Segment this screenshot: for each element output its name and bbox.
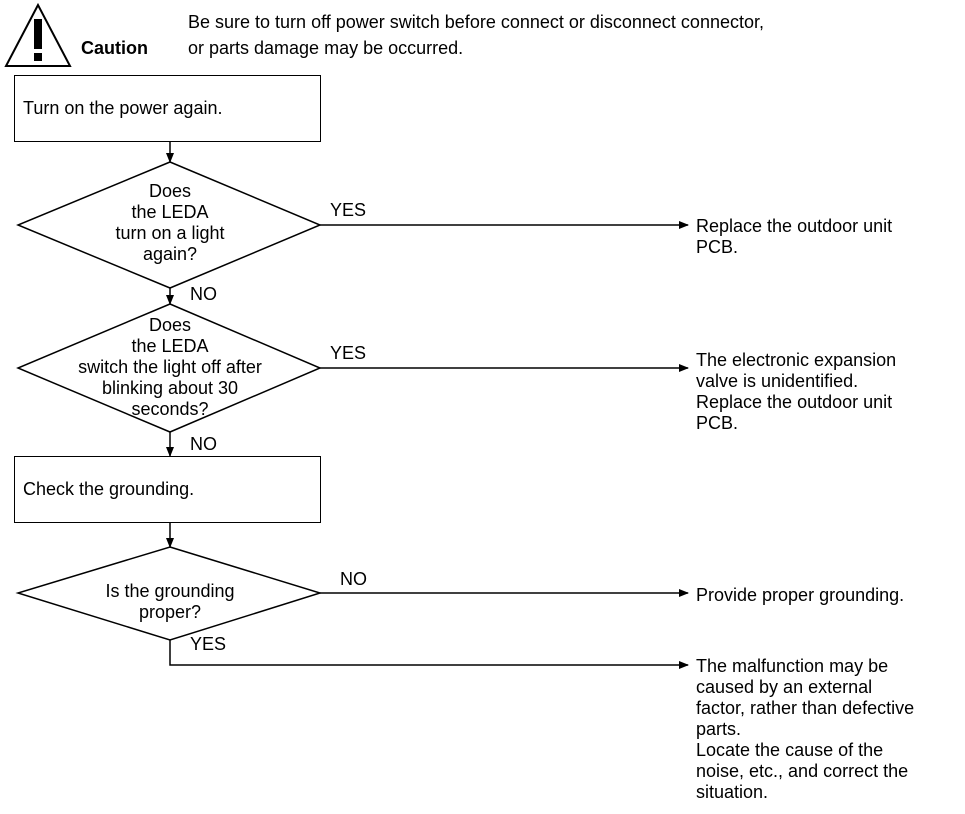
decision1-no-label: NO	[190, 284, 217, 304]
decision3-no-label: NO	[340, 569, 367, 589]
decision3-no-result: Provide proper grounding.	[696, 585, 904, 606]
decision3-yes-result: The malfunction may be caused by an exte…	[696, 656, 914, 803]
decision1-yes-label: YES	[330, 200, 367, 220]
decision3-yes-label: YES	[190, 634, 227, 654]
decision1-line: the LEDA	[131, 202, 209, 222]
result-line: parts.	[696, 719, 742, 739]
decision2-line: the LEDA	[131, 336, 209, 356]
result-line: PCB.	[696, 413, 739, 433]
result-line: caused by an external	[696, 677, 873, 697]
caution-text-line2: or parts damage may be occurred.	[188, 38, 464, 58]
step-power-on-box: Turn on the power again.	[14, 75, 321, 142]
result-line: The electronic expansion	[696, 350, 897, 370]
decision2-no-label: NO	[190, 434, 217, 454]
decision1-yes-result: Replace the outdoor unit PCB.	[696, 216, 892, 258]
result-line: valve is unidentified.	[696, 371, 859, 391]
result-line: situation.	[696, 782, 769, 802]
caution-triangle-icon	[4, 2, 72, 67]
result-line: factor, rather than defective	[696, 698, 915, 718]
decision3-line: proper?	[138, 602, 202, 622]
decision1-line: turn on a light	[115, 223, 225, 243]
step-check-grounding-box: Check the grounding.	[14, 456, 321, 523]
result-line: Replace the outdoor unit	[696, 392, 893, 412]
decision2-line: switch the light off after	[78, 357, 262, 377]
decision1-text: Does the LEDA turn on a light again?	[70, 181, 270, 265]
decision2-yes-label: YES	[330, 343, 367, 363]
decision2-yes-result: The electronic expansion valve is uniden…	[696, 350, 896, 434]
result-line: The malfunction may be	[696, 656, 889, 676]
result-line: Locate the cause of the	[696, 740, 884, 760]
decision3-line: Is the grounding	[105, 581, 235, 601]
caution-label: Caution	[81, 38, 148, 58]
decision1-line: again?	[142, 244, 198, 264]
decision1-line: Does	[148, 181, 192, 201]
result-line: PCB.	[696, 237, 739, 257]
step-check-grounding-text: Check the grounding.	[23, 479, 195, 499]
decision2-line: Does	[148, 315, 192, 335]
result-line: Provide proper grounding.	[696, 585, 905, 605]
arrow-decision3-yes	[169, 640, 689, 669]
decision2-line: seconds?	[131, 399, 209, 419]
decision2-text: Does the LEDA switch the light off after…	[50, 315, 290, 420]
decision2-line: blinking about 30	[101, 378, 239, 398]
caution-text-line1: Be sure to turn off power switch before …	[188, 12, 764, 32]
step-power-on-text: Turn on the power again.	[23, 98, 223, 118]
decision3-text: Is the grounding proper?	[70, 581, 270, 623]
result-line: noise, etc., and correct the	[696, 761, 909, 781]
result-line: Replace the outdoor unit	[696, 216, 893, 236]
